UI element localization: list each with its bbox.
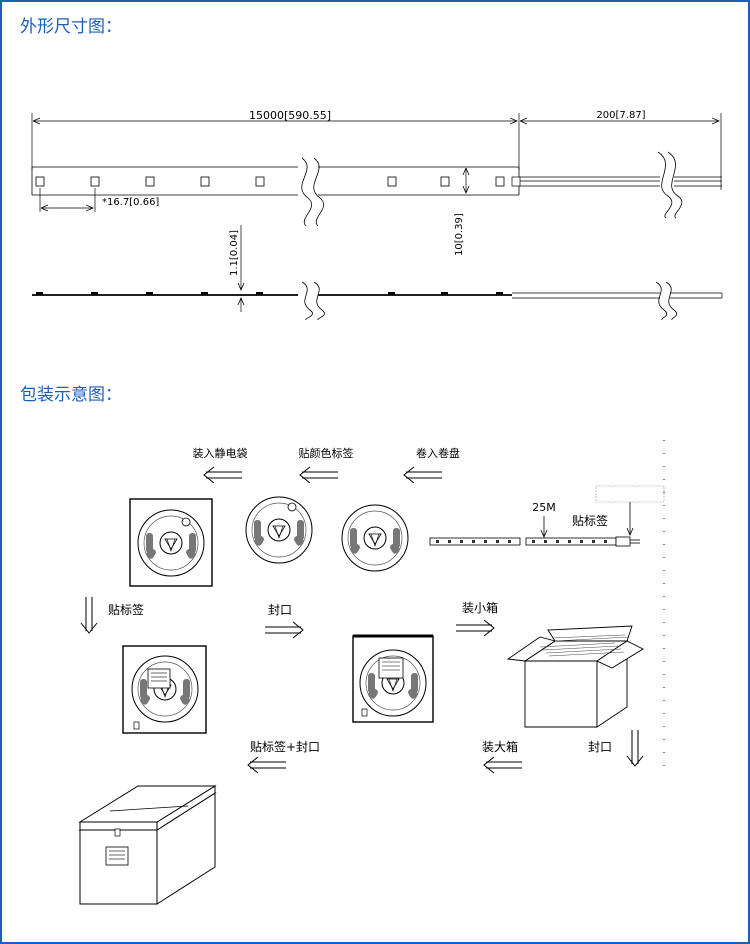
sealed-big-box [78, 785, 217, 905]
labeled-bag [122, 645, 207, 734]
step-static-bag-label: 装入静电袋 [193, 446, 248, 460]
strip-width-label: 10[0.39] [454, 213, 465, 256]
packaging-section-title: 包装示意图： [20, 385, 122, 405]
arrow-left-4 [247, 756, 287, 774]
arrow-left-5 [483, 756, 523, 774]
step-roll-reel-label: 卷入卷盘 [416, 446, 460, 460]
strip-thickness-label: 1.1[0.04] [229, 230, 240, 276]
step-small-box-label: 装小箱 [462, 600, 498, 615]
lead-length-label: 200[7.87] [596, 110, 645, 121]
strip-top-view [31, 151, 722, 227]
arrow-down-right [626, 729, 644, 767]
strip-side-view [32, 281, 723, 321]
arrow-left-1 [203, 466, 243, 484]
step-label-seal-label: 贴标签+封口 [250, 739, 320, 754]
step-seal-label: 封口 [268, 603, 292, 617]
arrow-left-3 [403, 466, 443, 484]
led-pitch-label: *16.7[0.66] [102, 197, 159, 208]
dimension-section-title: 外形尺寸图： [20, 17, 122, 37]
arrow-right-2 [455, 619, 495, 637]
arrow-down-left [80, 596, 98, 634]
step-label-top-label: 贴标签 [572, 513, 608, 528]
open-small-box [506, 625, 644, 728]
step-big-box-label: 装大箱 [482, 739, 518, 754]
step-color-label-label: 贴颜色标签 [299, 446, 354, 460]
step-seal-right-label: 封口 [588, 740, 612, 754]
arrow-right-1 [264, 621, 304, 639]
plain-reel [341, 504, 409, 572]
led-strip-25m [429, 536, 640, 547]
product-label-tag [595, 485, 665, 503]
arrow-left-2 [299, 466, 339, 484]
total-length-label: 15000[590.55] [249, 109, 331, 122]
labeled-reel [245, 496, 313, 564]
sealed-bag [352, 634, 434, 723]
length-25m-label: 25M [532, 501, 556, 514]
step-label-left-label: 贴标签 [108, 602, 144, 617]
